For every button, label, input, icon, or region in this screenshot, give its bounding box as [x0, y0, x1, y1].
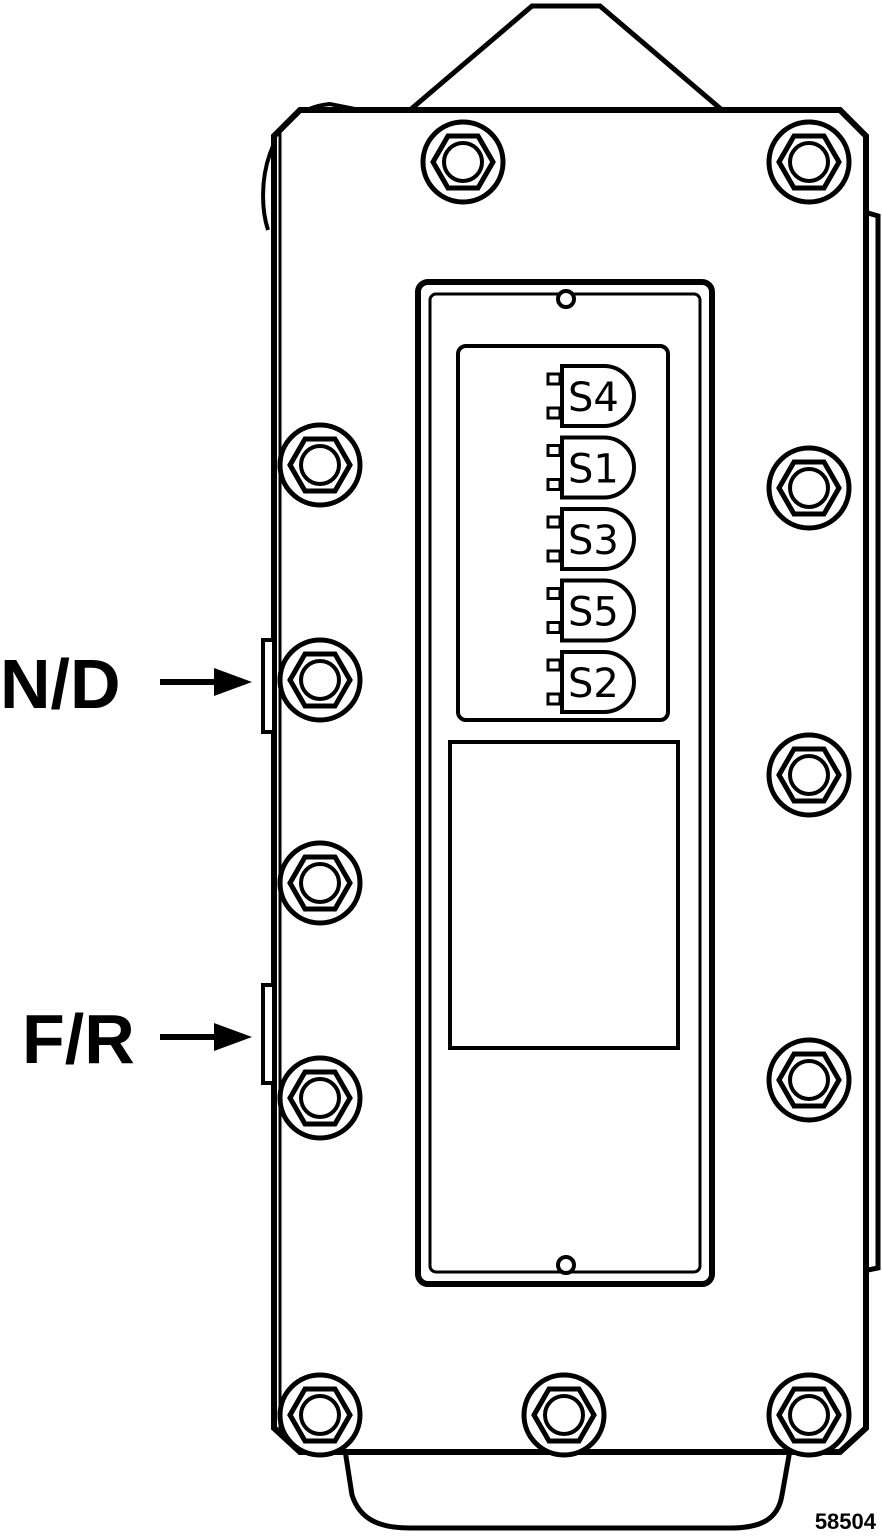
bolt-top-right-icon: [769, 122, 849, 202]
frame-bottom-screw: [556, 1255, 576, 1275]
forward-reverse-arrow-icon: [160, 1023, 252, 1051]
switch-label: S5: [568, 590, 619, 636]
neutral-drive-switch-tab: [261, 638, 276, 734]
switch-label: S3: [568, 518, 619, 564]
top-housing-bump: [408, 3, 724, 112]
neutral-drive-label: N/D: [0, 645, 121, 723]
switch-s2: S2: [546, 650, 636, 714]
switch-s4: S4: [546, 364, 636, 428]
forward-reverse-label: F/R: [22, 1000, 135, 1078]
bolt-bottom-left-icon: [280, 1375, 360, 1455]
bolt-left-upper-icon: [280, 425, 360, 505]
bolt-bottom-right-icon: [769, 1375, 849, 1455]
switch-s5: S5: [546, 578, 636, 643]
frame-top-screw: [556, 289, 576, 309]
bolt-right-middle-icon: [769, 735, 849, 815]
bolt-top-left-icon: [423, 122, 503, 202]
forward-reverse-switch-tab: [261, 983, 276, 1085]
bolt-right-upper-icon: [769, 448, 849, 528]
bolt-right-lower-icon: [769, 1040, 849, 1120]
neutral-drive-arrow-icon: [160, 668, 252, 696]
switch-label: S1: [568, 447, 619, 493]
switch-s1: S1: [546, 435, 636, 500]
bolt-left-fr-icon: [280, 1058, 360, 1138]
switch-label: S4: [568, 375, 619, 421]
bolt-left-middle-icon: [280, 843, 360, 923]
bottom-housing-bump: [342, 1449, 793, 1531]
bolt-left-nd-icon: [280, 640, 360, 720]
switch-label: S2: [568, 661, 619, 707]
switch-s3: S3: [546, 507, 636, 571]
figure-number: 58504: [815, 1509, 877, 1534]
lower-panel: [448, 740, 680, 1050]
bolt-bottom-center-icon: [524, 1375, 604, 1455]
